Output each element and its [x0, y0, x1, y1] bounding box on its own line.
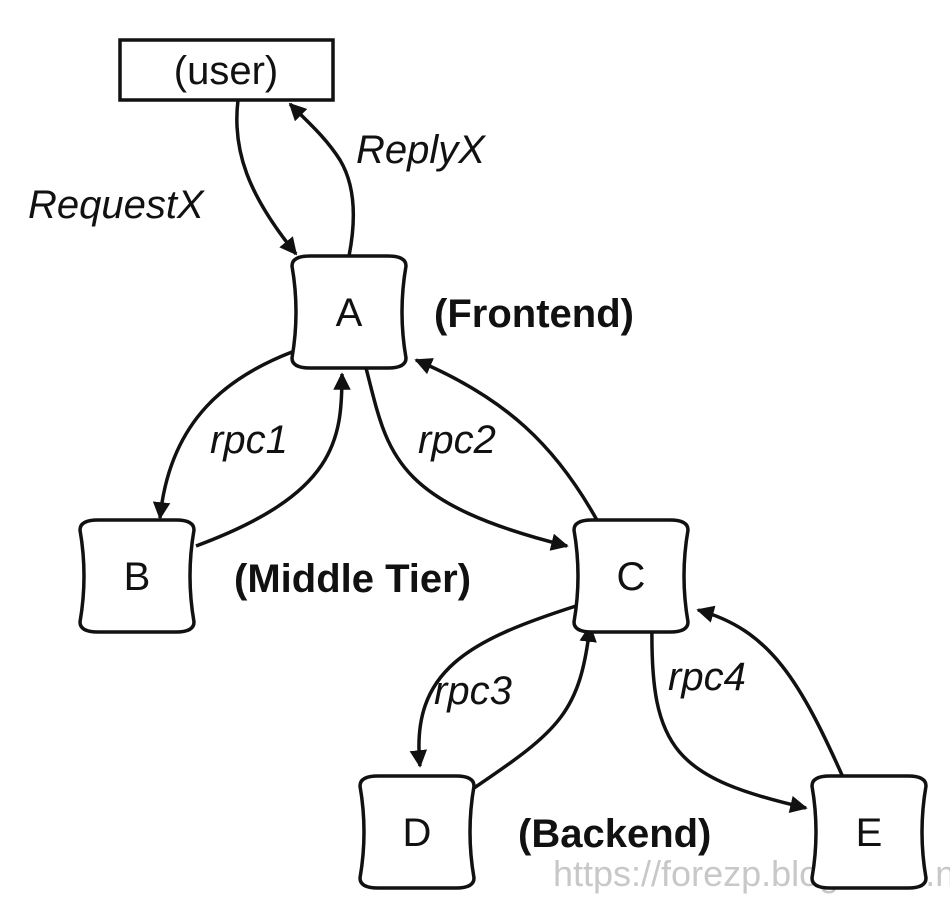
node-e-label: E — [856, 811, 883, 855]
rpc1-reply-arrow — [195, 372, 351, 548]
user-node: (user) — [118, 38, 335, 102]
node-a-shape — [290, 254, 408, 370]
frontend-tier-label: (Frontend) — [434, 292, 634, 336]
request-label: RequestX — [28, 183, 205, 227]
node-c: C — [572, 518, 690, 634]
rpc3-reply-arrow — [473, 624, 597, 790]
node-c-shape — [572, 518, 690, 634]
rpc2-reply-arrow — [414, 358, 600, 523]
rpc1-label: rpc1 — [210, 418, 288, 462]
rpc3-label: rpc3 — [434, 669, 512, 713]
rpc3-request-arrow — [409, 604, 577, 768]
node-d-shape — [358, 774, 476, 890]
user-box — [118, 38, 335, 102]
rpc4-request-arrow — [650, 623, 808, 813]
rpc1-request-arrow — [152, 350, 293, 520]
user-label: (user) — [174, 49, 278, 93]
rpc2-request-arrow — [364, 367, 569, 551]
reply-label: ReplyX — [356, 128, 486, 172]
node-e: E — [810, 774, 928, 890]
node-e-shape — [810, 774, 928, 890]
node-a: A — [290, 254, 408, 370]
node-b-label: B — [124, 555, 151, 599]
middle-tier-label: (Middle Tier) — [234, 557, 471, 601]
node-a-label: A — [336, 291, 363, 335]
node-d: D — [358, 774, 476, 890]
rpc4-reply-arrow — [696, 605, 848, 785]
node-c-label: C — [617, 555, 646, 599]
reply-arrow — [288, 102, 356, 257]
node-b: B — [78, 518, 196, 634]
request-arrow — [235, 99, 298, 256]
node-b-shape — [78, 518, 196, 634]
rpc2-label: rpc2 — [418, 418, 496, 462]
node-d-label: D — [403, 811, 432, 855]
backend-tier-label: (Backend) — [518, 812, 711, 856]
rpc4-label: rpc4 — [668, 655, 746, 699]
